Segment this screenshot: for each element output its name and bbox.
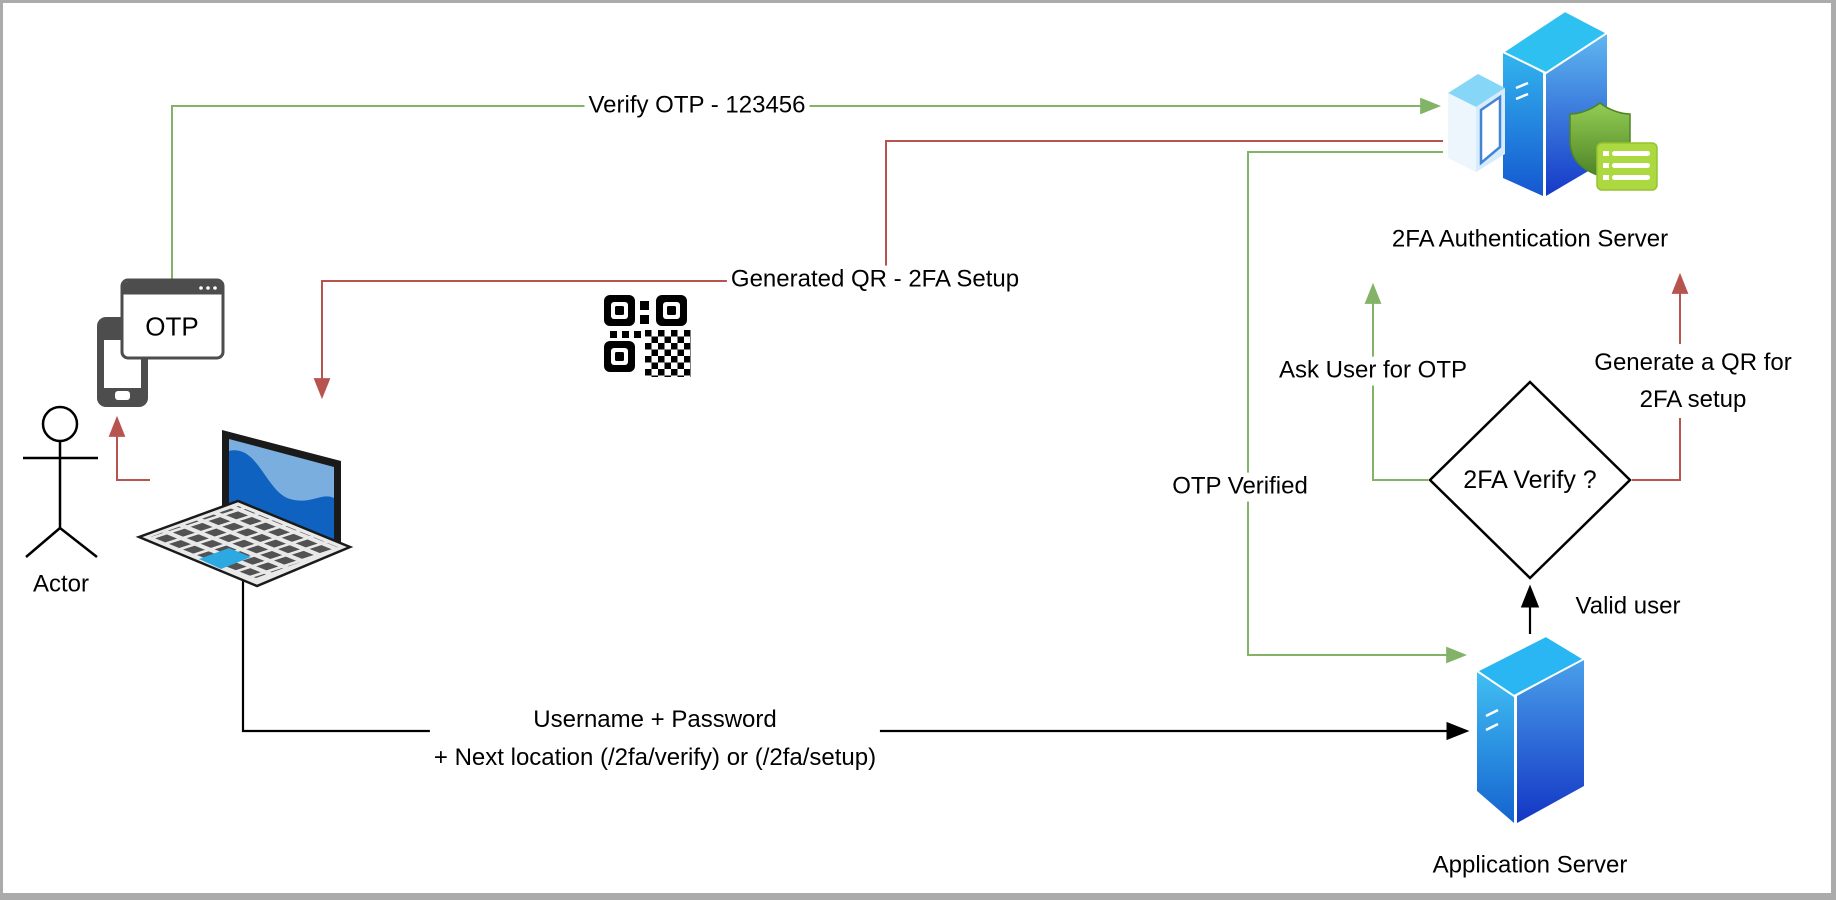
- actor-label: Actor: [32, 570, 90, 598]
- otp-browser-title: OTP: [145, 311, 199, 342]
- auth-server-label: 2FA Authentication Server: [1391, 225, 1669, 253]
- edge-label-credentials: Username + Password + Next location (/2f…: [429, 701, 881, 777]
- decision-diamond: [1428, 380, 1632, 580]
- generate-qr-line1: Generate a QR for: [1594, 349, 1792, 376]
- edge-label-otp-verified: OTP Verified: [1168, 472, 1312, 502]
- vertical-scrollbar[interactable]: [1831, 0, 1836, 900]
- browser-window-icon: [120, 278, 225, 360]
- window-left-border: [0, 0, 3, 900]
- edge-credentials: [241, 572, 1470, 741]
- generate-qr-line2: 2FA setup: [1639, 386, 1747, 413]
- edge-label-valid-user: Valid user: [1575, 592, 1681, 620]
- decision-label: 2FA Verify ?: [1463, 466, 1597, 494]
- edge-verify-otp: [171, 97, 1442, 281]
- policy-list-icon: [1596, 142, 1658, 191]
- server-box-icon: [1475, 634, 1587, 823]
- credentials-line1: Username + Password: [533, 706, 777, 733]
- credentials-line2: + Next location (/2fa/verify) or (/2fa/s…: [433, 744, 877, 771]
- edge-label-generated-qr: Generated QR - 2FA Setup: [726, 265, 1024, 295]
- laptop-icon: [135, 430, 354, 588]
- actor-icon: [23, 405, 98, 558]
- qr-code-icon: [604, 295, 691, 377]
- edge-label-verify-otp: Verify OTP - 123456: [584, 91, 810, 121]
- edge-ask-user-for-otp: [1364, 282, 1428, 481]
- window-top-border: [0, 0, 1836, 3]
- edge-otp-to-phone: [108, 415, 150, 481]
- edge-otp-verified: [1247, 151, 1468, 664]
- edge-label-generate-qr: Generate a QR for 2FA setup: [1590, 344, 1796, 418]
- horizontal-scrollbar[interactable]: [0, 893, 1836, 900]
- edge-label-ask-user-for-otp: Ask User for OTP: [1274, 356, 1472, 386]
- app-server-label: Application Server: [1432, 851, 1628, 879]
- edges-layer: [108, 97, 1689, 741]
